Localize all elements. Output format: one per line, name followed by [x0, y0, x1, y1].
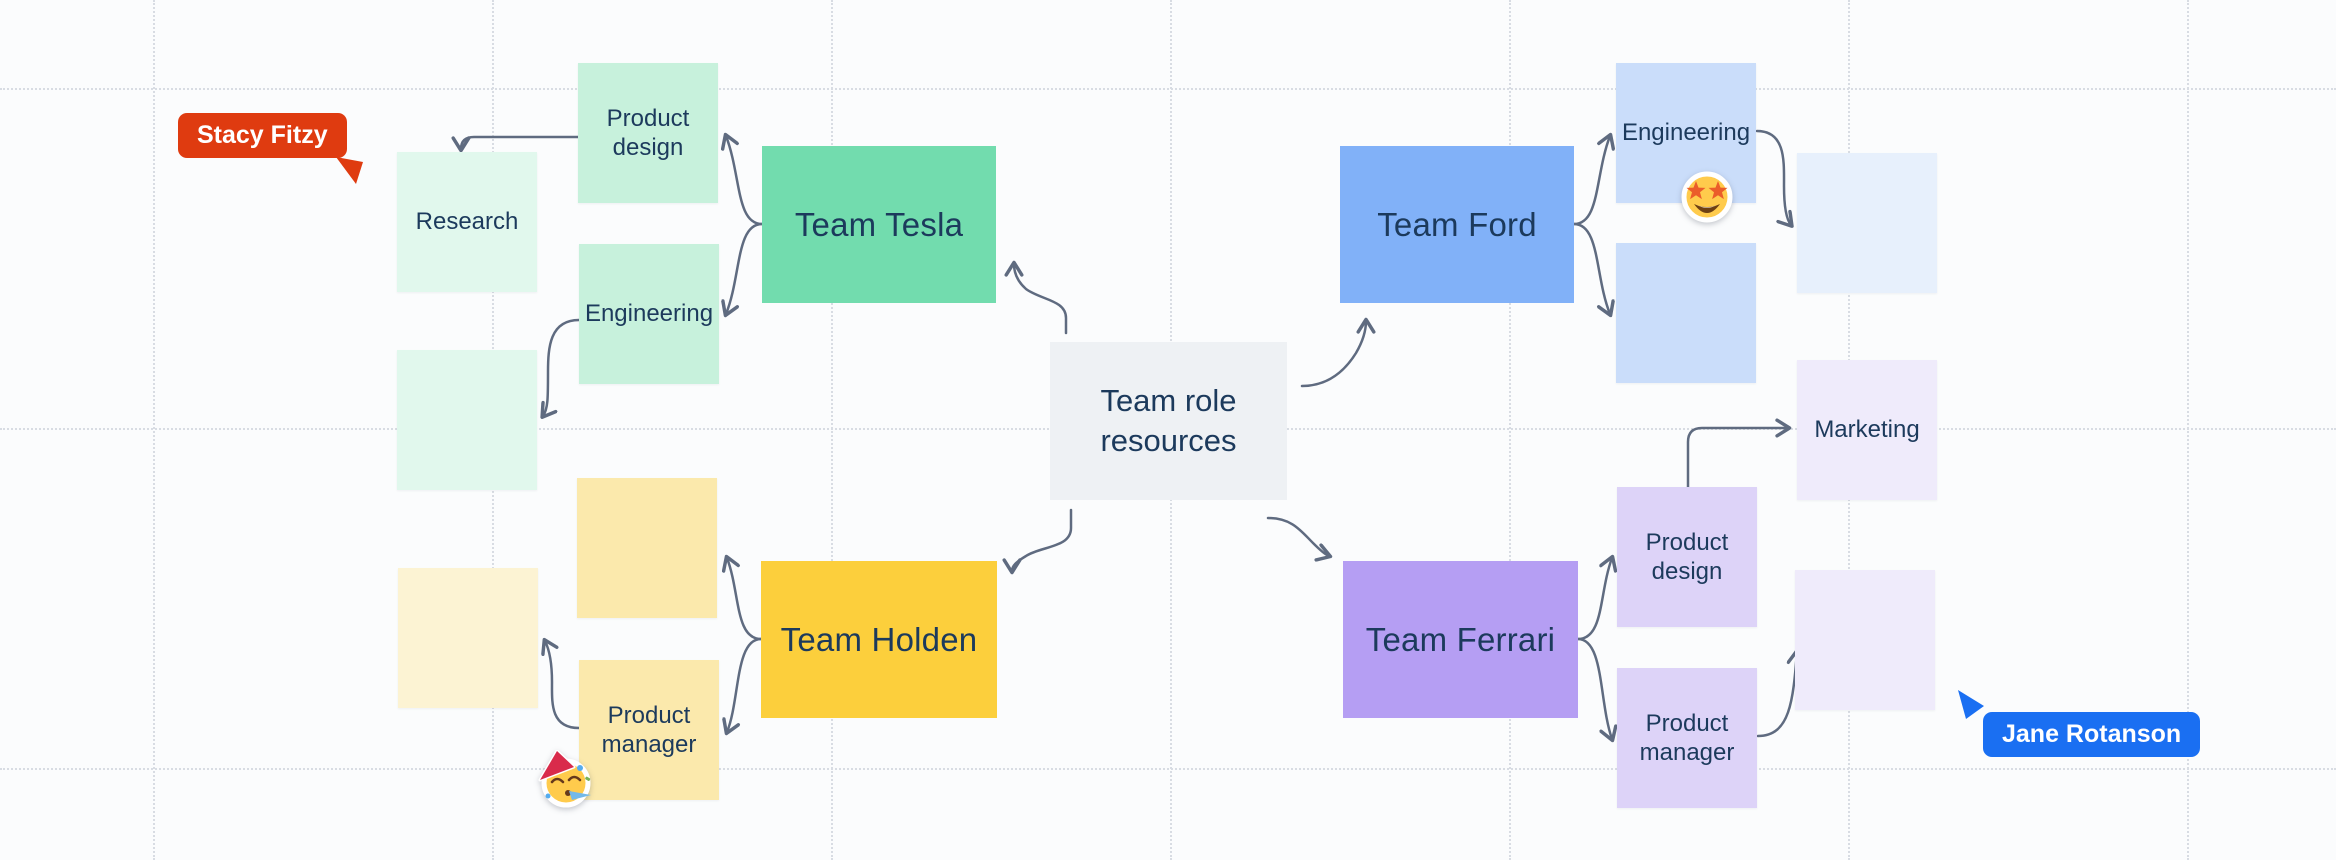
sticky-label: Marketing — [1814, 416, 1920, 444]
team-ferrari-label: Team Ferrari — [1365, 620, 1556, 658]
sticky-label: Engineering — [584, 300, 714, 328]
connector-center-to-ferrari[interactable] — [1266, 516, 1329, 556]
sticky-label: Product design — [606, 104, 690, 161]
sticky-note-product-manager-ferrari[interactable]: Product manager — [1617, 668, 1757, 808]
connector-manager-to-pale-note[interactable] — [1756, 652, 1797, 738]
confetti-dot-blue-2 — [545, 793, 551, 799]
sticky-note-blank-pale-blue[interactable] — [1797, 153, 1937, 293]
sticky-note-product-manager-holden[interactable]: Product manager — [579, 660, 719, 800]
sticky-label: Product manager — [601, 701, 697, 758]
cursor-pointer-stacy — [336, 157, 363, 184]
connector-engineering-to-pale-note[interactable] — [1755, 129, 1791, 225]
sticky-note-blank-cream[interactable] — [398, 568, 538, 708]
sticky-note-blank-yellow[interactable] — [577, 478, 717, 618]
sticky-note-product-design-tesla[interactable]: Product design — [578, 63, 718, 203]
center-node-label: Team role resources — [1100, 383, 1237, 458]
cursor-pointer-jane — [1958, 690, 1984, 719]
connector-center-to-tesla[interactable] — [1014, 264, 1068, 335]
star-eye-left — [1686, 181, 1706, 200]
sticky-label: Product design — [1645, 528, 1729, 585]
team-node-tesla[interactable]: Team Tesla — [762, 146, 996, 303]
party-horn — [569, 791, 591, 800]
sticky-label: Research — [415, 208, 519, 236]
sticky-note-blank-pale-purple[interactable] — [1795, 570, 1935, 710]
star-eye-right — [1708, 181, 1728, 200]
connector-ford-to-note[interactable] — [1572, 222, 1610, 314]
center-node-team-role-resources[interactable]: Team role resources — [1050, 342, 1287, 500]
team-node-ford[interactable]: Team Ford — [1340, 146, 1574, 303]
party-hat-front — [540, 751, 574, 780]
cursor-name-text: Jane Rotanson — [2002, 720, 2182, 748]
connector-holden-to-note[interactable] — [727, 558, 763, 641]
sticky-note-blank-mint[interactable] — [397, 350, 537, 490]
connector-center-to-holden[interactable] — [1012, 508, 1073, 571]
star-struck-emoji-sticker[interactable] — [1675, 165, 1739, 229]
connector-ferrari-to-manager[interactable] — [1576, 637, 1612, 739]
connector-manager-to-cream-note[interactable] — [545, 641, 581, 730]
team-tesla-label: Team Tesla — [794, 205, 964, 243]
sticky-note-research[interactable]: Research — [397, 152, 537, 292]
connector-tesla-to-design[interactable] — [726, 136, 764, 226]
closed-eye-left — [550, 777, 565, 784]
cursor-name-tag-stacy: Stacy Fitzy — [178, 113, 347, 158]
team-node-holden[interactable]: Team Holden — [761, 561, 997, 718]
connector-design-to-marketing[interactable] — [1686, 428, 1788, 489]
connector-center-to-ford[interactable] — [1300, 321, 1366, 388]
confetti-dot-blue — [577, 765, 583, 771]
team-holden-label: Team Holden — [780, 620, 978, 658]
connector-holden-to-manager[interactable] — [727, 637, 763, 732]
connector-ferrari-to-design[interactable] — [1576, 558, 1612, 641]
team-ford-label: Team Ford — [1377, 205, 1537, 243]
teeth — [1697, 205, 1717, 208]
sticky-note-engineering-tesla[interactable]: Engineering — [579, 244, 719, 384]
sticky-note-product-design-ferrari[interactable]: Product design — [1617, 487, 1757, 627]
connector-design-to-research[interactable] — [461, 135, 580, 149]
sticky-note-marketing[interactable]: Marketing — [1797, 360, 1937, 500]
closed-eye-right — [567, 775, 582, 782]
cursor-name-text: Stacy Fitzy — [197, 121, 328, 149]
sticky-note-blank-blue[interactable] — [1616, 243, 1756, 383]
cursor-name-tag-jane: Jane Rotanson — [1983, 712, 2201, 757]
sticky-label: Engineering — [1621, 119, 1751, 147]
open-smile-mouth — [1694, 204, 1720, 213]
sticky-note-engineering-ford[interactable]: Engineering — [1616, 63, 1756, 203]
confetti-green — [585, 776, 591, 782]
team-node-ferrari[interactable]: Team Ferrari — [1343, 561, 1578, 718]
connector-engineering-to-note[interactable] — [543, 318, 581, 416]
connector-ford-to-engineering[interactable] — [1572, 136, 1610, 226]
partying-face-emoji-sticker[interactable] — [534, 750, 598, 814]
connector-tesla-to-engineering[interactable] — [726, 222, 764, 314]
sticky-label: Product manager — [1639, 709, 1735, 766]
